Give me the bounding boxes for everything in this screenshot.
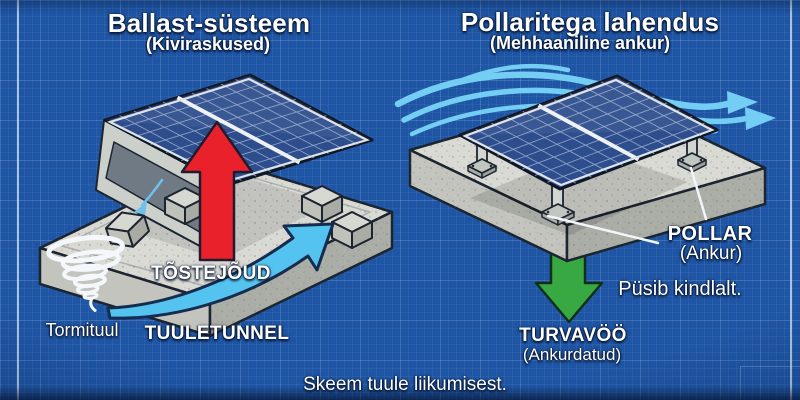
lift-force-label: TÕSTEJÕUD (151, 263, 271, 284)
pollar-sub-label: (Ankur) (679, 243, 743, 264)
wind-tunnel-label: TUULETUNNEL (144, 323, 290, 344)
safety-belt-label: TURVAVÖÖ (519, 325, 627, 346)
storm-wind-label: Tormituul (45, 320, 119, 340)
right-subtitle: (Mehhaaniline ankur) (489, 33, 671, 53)
caption: Skeem tuule liikumisest. (303, 374, 507, 395)
stays-firm-label: Püsib kindlalt. (618, 278, 742, 300)
safety-belt-sub-label: (Ankurdatud) (522, 345, 622, 364)
blueprint-frame-left (17, 0, 19, 400)
left-subtitle: (Kiviraskused) (145, 34, 271, 54)
blueprint-frame-right (790, 0, 792, 400)
